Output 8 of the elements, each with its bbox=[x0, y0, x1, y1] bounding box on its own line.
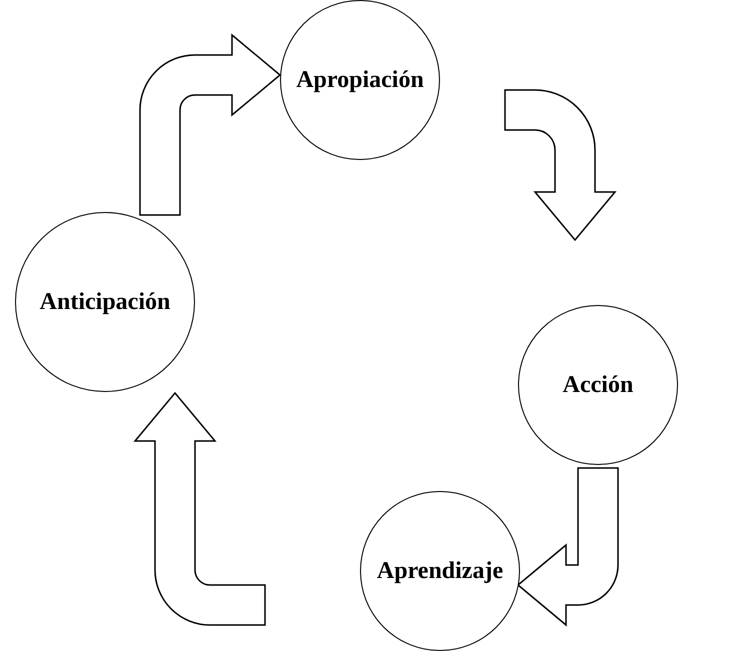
block-arrow bbox=[134, 392, 266, 626]
stage-label: Aprendizaje bbox=[376, 558, 504, 584]
stage-label: Acción bbox=[562, 372, 634, 398]
block-arrow bbox=[504, 89, 616, 241]
stage-label: Apropiación bbox=[296, 66, 424, 94]
block-arrow bbox=[517, 467, 619, 626]
block-arrow bbox=[139, 34, 281, 216]
stage-label: Anticipación bbox=[40, 288, 170, 316]
